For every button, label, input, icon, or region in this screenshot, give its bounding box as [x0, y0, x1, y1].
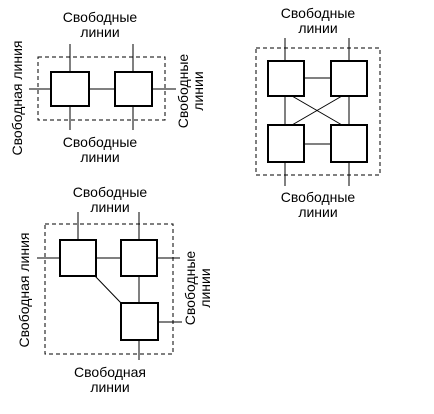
label-lines-right-word: линии: [197, 268, 213, 307]
node-2: [114, 71, 153, 107]
label-lines-top: линии: [80, 24, 119, 40]
label-free-lines-right: Свободные линии: [175, 54, 206, 129]
node-top-left: [59, 239, 97, 277]
label-lines-top: линии: [298, 20, 337, 36]
node-bottom-right: [330, 124, 368, 163]
label-free-lines-top: Свободные: [281, 5, 356, 21]
label-free-lines-right: Свободные линии: [182, 251, 213, 326]
label-lines-right-word: линии: [190, 71, 206, 110]
label-line-bottom: линии: [90, 379, 129, 395]
label-free-line-left: Свободная линия: [9, 41, 25, 156]
label-lines-bottom: линии: [80, 149, 119, 165]
node-bottom: [120, 302, 159, 341]
label-free-lines-top: Свободные: [73, 184, 148, 200]
link-tl-bottom: [94, 275, 122, 304]
label-lines-top: линии: [90, 199, 129, 215]
boundary-dashed: [44, 223, 174, 355]
label-free-lines-top: Свободные: [63, 9, 138, 25]
node-top-left: [267, 60, 305, 97]
label-free-lines-bottom: Свободные: [63, 134, 138, 150]
node-1: [50, 71, 90, 107]
label-free-line-bottom: Свободная: [74, 364, 146, 380]
boundary-dashed: [37, 56, 166, 121]
diagram-four-node-mesh: Свободные линии Свободные линии: [255, 5, 381, 220]
diagram-two-node: Свободные линии Свободные линии Свободна…: [9, 9, 206, 165]
node-top-right: [330, 60, 368, 97]
label-free-lines-bottom: Свободные: [281, 189, 356, 205]
diagram-three-node: Свободные линии Свободная линии Свободна…: [16, 184, 213, 395]
link-tr-bl: [291, 95, 343, 126]
node-top-right: [120, 239, 158, 277]
label-lines-bottom: линии: [298, 204, 337, 220]
label-free-lines-right-word: Свободные: [182, 251, 198, 326]
node-bottom-left: [267, 124, 305, 163]
label-free-lines-right-word: Свободные: [175, 54, 191, 129]
label-free-line-left: Свободная линия: [16, 233, 32, 348]
